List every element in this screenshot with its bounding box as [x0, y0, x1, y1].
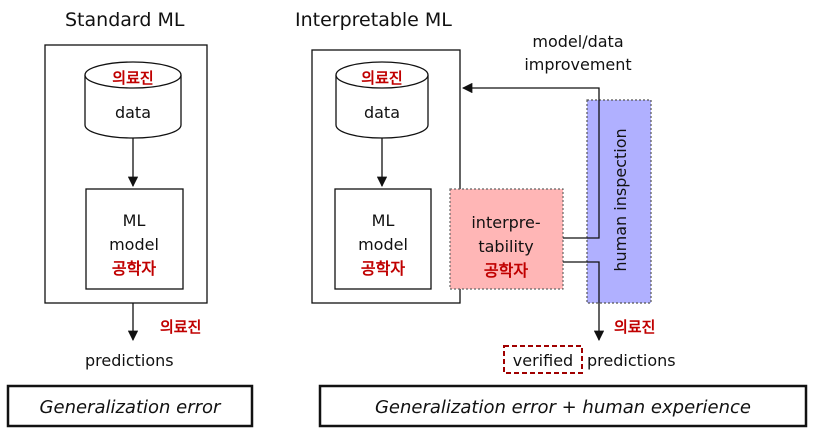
standard-model-line1: ML [123, 211, 146, 230]
interpretable-model-line2: model [358, 235, 408, 254]
standard-data-cylinder [84, 61, 182, 139]
interpretable-model-line1: ML [372, 211, 395, 230]
interpretable-outer-box [311, 49, 461, 304]
human-inspection-box [586, 99, 652, 304]
verified-label: verified [513, 351, 573, 370]
standard-model-box [85, 188, 184, 290]
standard-model-line2: model [109, 235, 159, 254]
standard-data-label: data [115, 103, 151, 122]
interpretable-model-role: 공학자 [361, 259, 405, 278]
standard-model-role: 공학자 [112, 259, 156, 278]
interpretable-data-label: data [364, 103, 400, 122]
feedback-label-line2: improvement [524, 55, 631, 74]
feedback-label-line1: model/data [532, 32, 623, 51]
standard-outer-box [44, 44, 208, 304]
standard-metric-box [6, 384, 254, 428]
standard-output-role: 의료진 [160, 318, 201, 336]
interpretable-metric: Generalization error + human experience [375, 397, 751, 418]
feedback-arrow [461, 82, 600, 239]
interpretable-metric-box [318, 384, 808, 428]
interpretability-line1: interpre- [471, 213, 540, 232]
interpretable-model-box [334, 188, 432, 290]
standard-metric: Generalization error [40, 397, 223, 418]
interpretable-output-role: 의료진 [614, 318, 655, 336]
interpretable-title: Interpretable ML [295, 9, 452, 31]
interpretability-role: 공학자 [484, 261, 528, 280]
interpretable-predictions: predictions [587, 351, 676, 370]
interpretable-data-role: 의료진 [361, 69, 402, 87]
interpretability-line2: tability [478, 237, 533, 256]
human-inspection-label: human inspection [611, 128, 630, 271]
standard-data-role: 의료진 [112, 69, 153, 87]
interpretability-box [449, 188, 564, 290]
output-arrow [563, 261, 605, 342]
standard-title: Standard ML [65, 9, 185, 31]
interpretable-data-cylinder [335, 61, 429, 139]
verified-badge [503, 345, 583, 374]
standard-predictions: predictions [85, 351, 174, 370]
